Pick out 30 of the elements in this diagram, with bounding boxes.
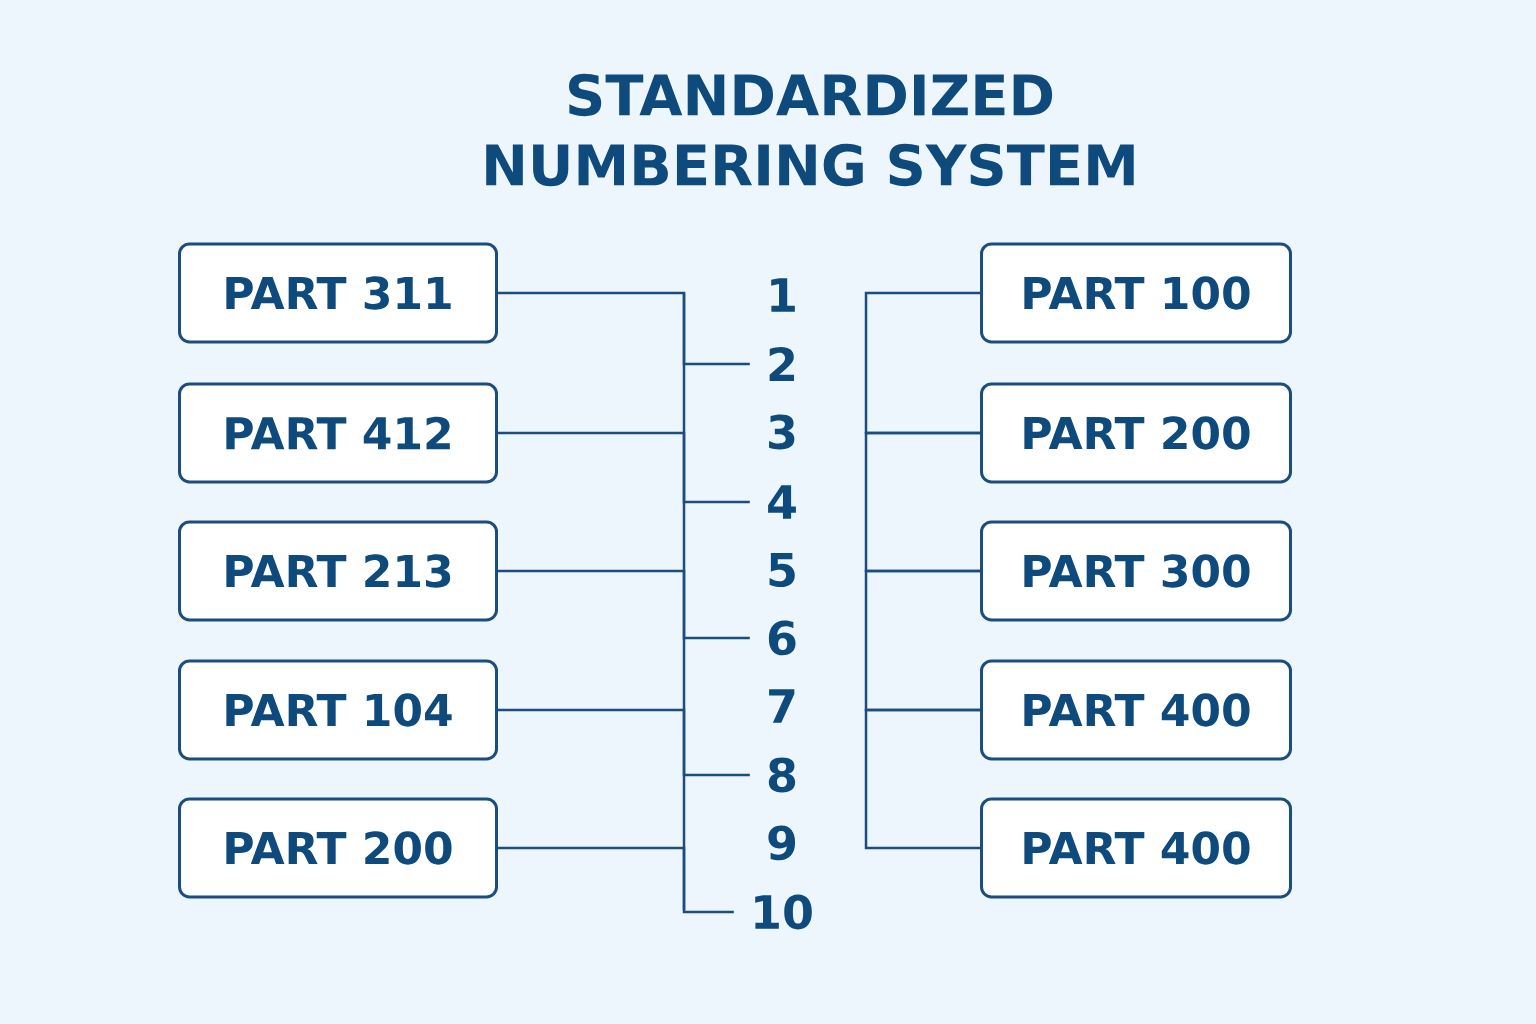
- part-box: PART 412: [178, 382, 498, 484]
- number-label: 9: [768, 825, 796, 861]
- part-box: PART 300: [980, 520, 1292, 622]
- number-label: 7: [769, 689, 795, 723]
- connector-line: [498, 708, 750, 777]
- connector-line: [864, 569, 980, 712]
- connector-line: [864, 431, 980, 573]
- connector-line: [864, 291, 980, 435]
- connector-line: [498, 846, 734, 914]
- number-label: 3: [769, 414, 795, 450]
- part-box: PART 104: [178, 659, 498, 761]
- number-label: 1: [771, 278, 795, 312]
- number-label: 6: [768, 620, 796, 656]
- part-box: PART 400: [980, 659, 1292, 761]
- part-box: PART 200: [980, 382, 1292, 484]
- part-box: PART 100: [980, 242, 1292, 344]
- connector-line: [498, 569, 750, 640]
- connector-line: [498, 431, 750, 504]
- number-label: 4: [768, 485, 796, 519]
- number-label: 2: [769, 346, 794, 382]
- part-box: PART 311: [178, 242, 498, 344]
- connector-line: [498, 291, 750, 366]
- connector-line: [864, 708, 980, 850]
- part-box: PART 400: [980, 797, 1292, 899]
- title: STANDARDIZED NUMBERING SYSTEM: [486, 73, 1134, 187]
- number-label: 10: [755, 894, 812, 930]
- number-label: 5: [769, 552, 795, 588]
- part-box: PART 200: [178, 797, 498, 899]
- part-box: PART 213: [178, 520, 498, 622]
- number-label: 8: [768, 757, 796, 793]
